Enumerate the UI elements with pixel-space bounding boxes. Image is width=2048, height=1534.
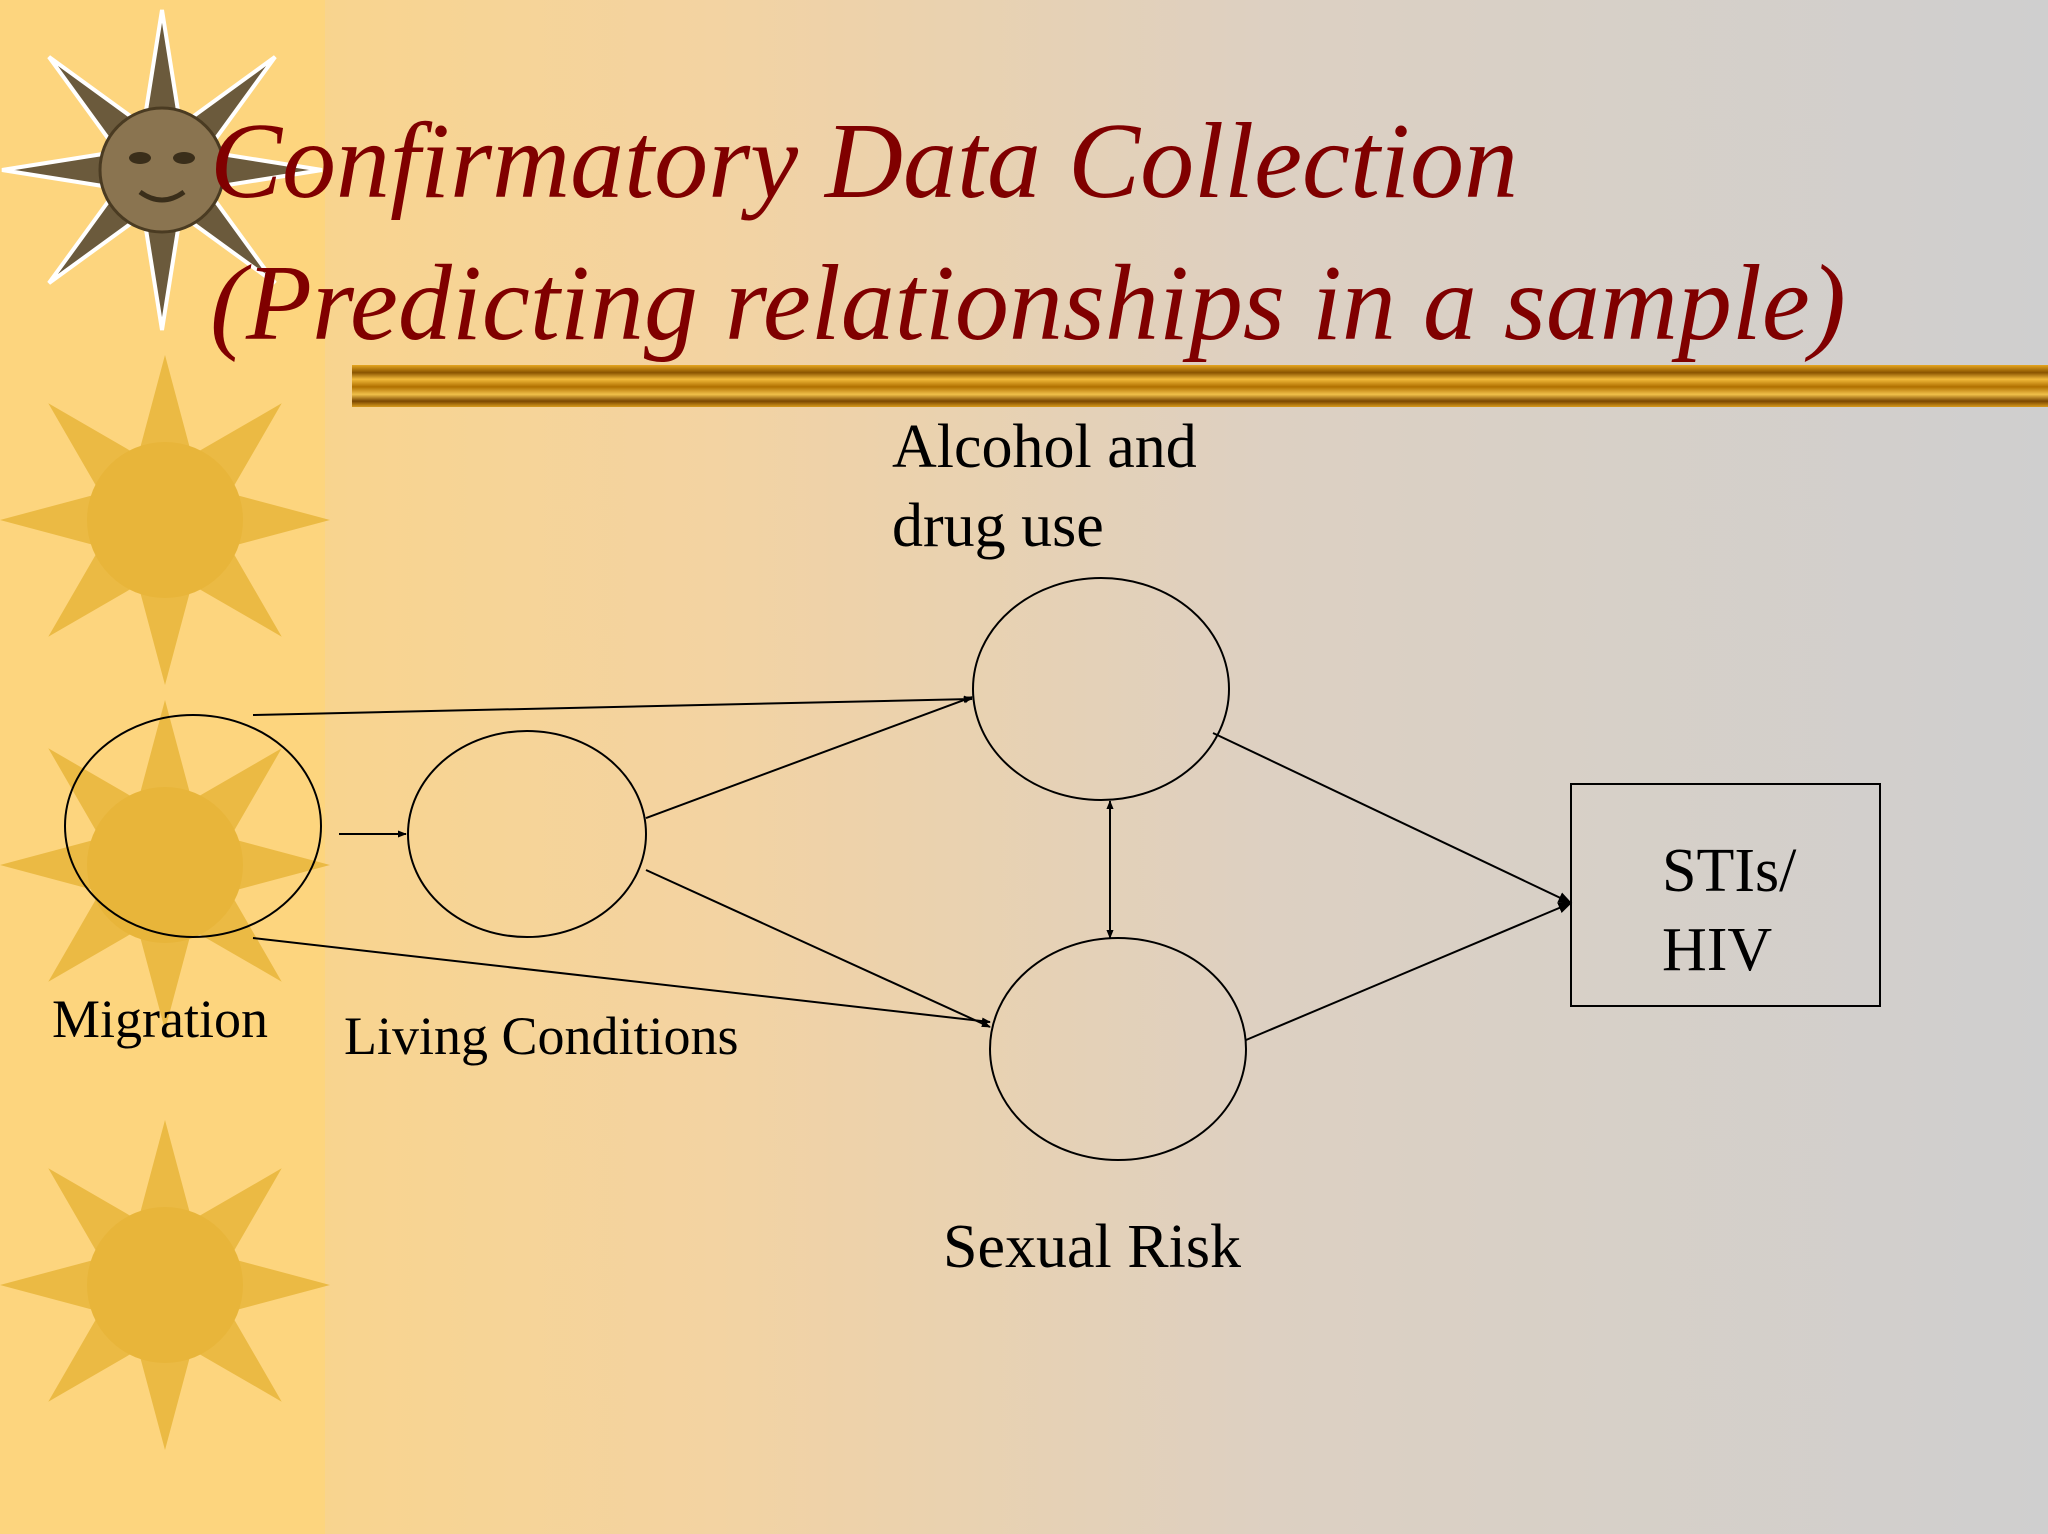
sexual-risk-node — [989, 937, 1247, 1161]
sun-face-icon — [1, 9, 323, 331]
slide-title-line-1: Confirmatory Data Collection — [210, 102, 1518, 221]
edge-migration-to-alcohol — [252, 695, 973, 716]
migration-label: Migration — [52, 989, 268, 1049]
edge-sexual-to-stis — [1245, 902, 1573, 1041]
living-conditions-label: Living Conditions — [344, 1006, 739, 1066]
sun-icon — [0, 355, 330, 685]
sexual-risk-label: Sexual Risk — [943, 1213, 1241, 1281]
slide-title-line-2: (Predicting relationships in a sample) — [210, 244, 1846, 363]
living-conditions-node — [407, 730, 647, 938]
edge-living-to-sexual — [645, 869, 991, 1028]
title-underline-bar — [352, 365, 2048, 407]
stis-hiv-label: STIs/ HIV — [1662, 837, 1797, 985]
edge-migration-to-sexual — [252, 937, 991, 1025]
alcohol-drug-use-label: Alcohol and drug use — [892, 413, 1197, 561]
sun-icon — [0, 1120, 330, 1450]
edge-alcohol-to-stis — [1212, 732, 1573, 904]
edge-living-to-alcohol — [645, 696, 973, 819]
alcohol-drug-use-node — [972, 577, 1230, 801]
migration-node — [64, 714, 322, 938]
sun-icon — [0, 700, 330, 1030]
